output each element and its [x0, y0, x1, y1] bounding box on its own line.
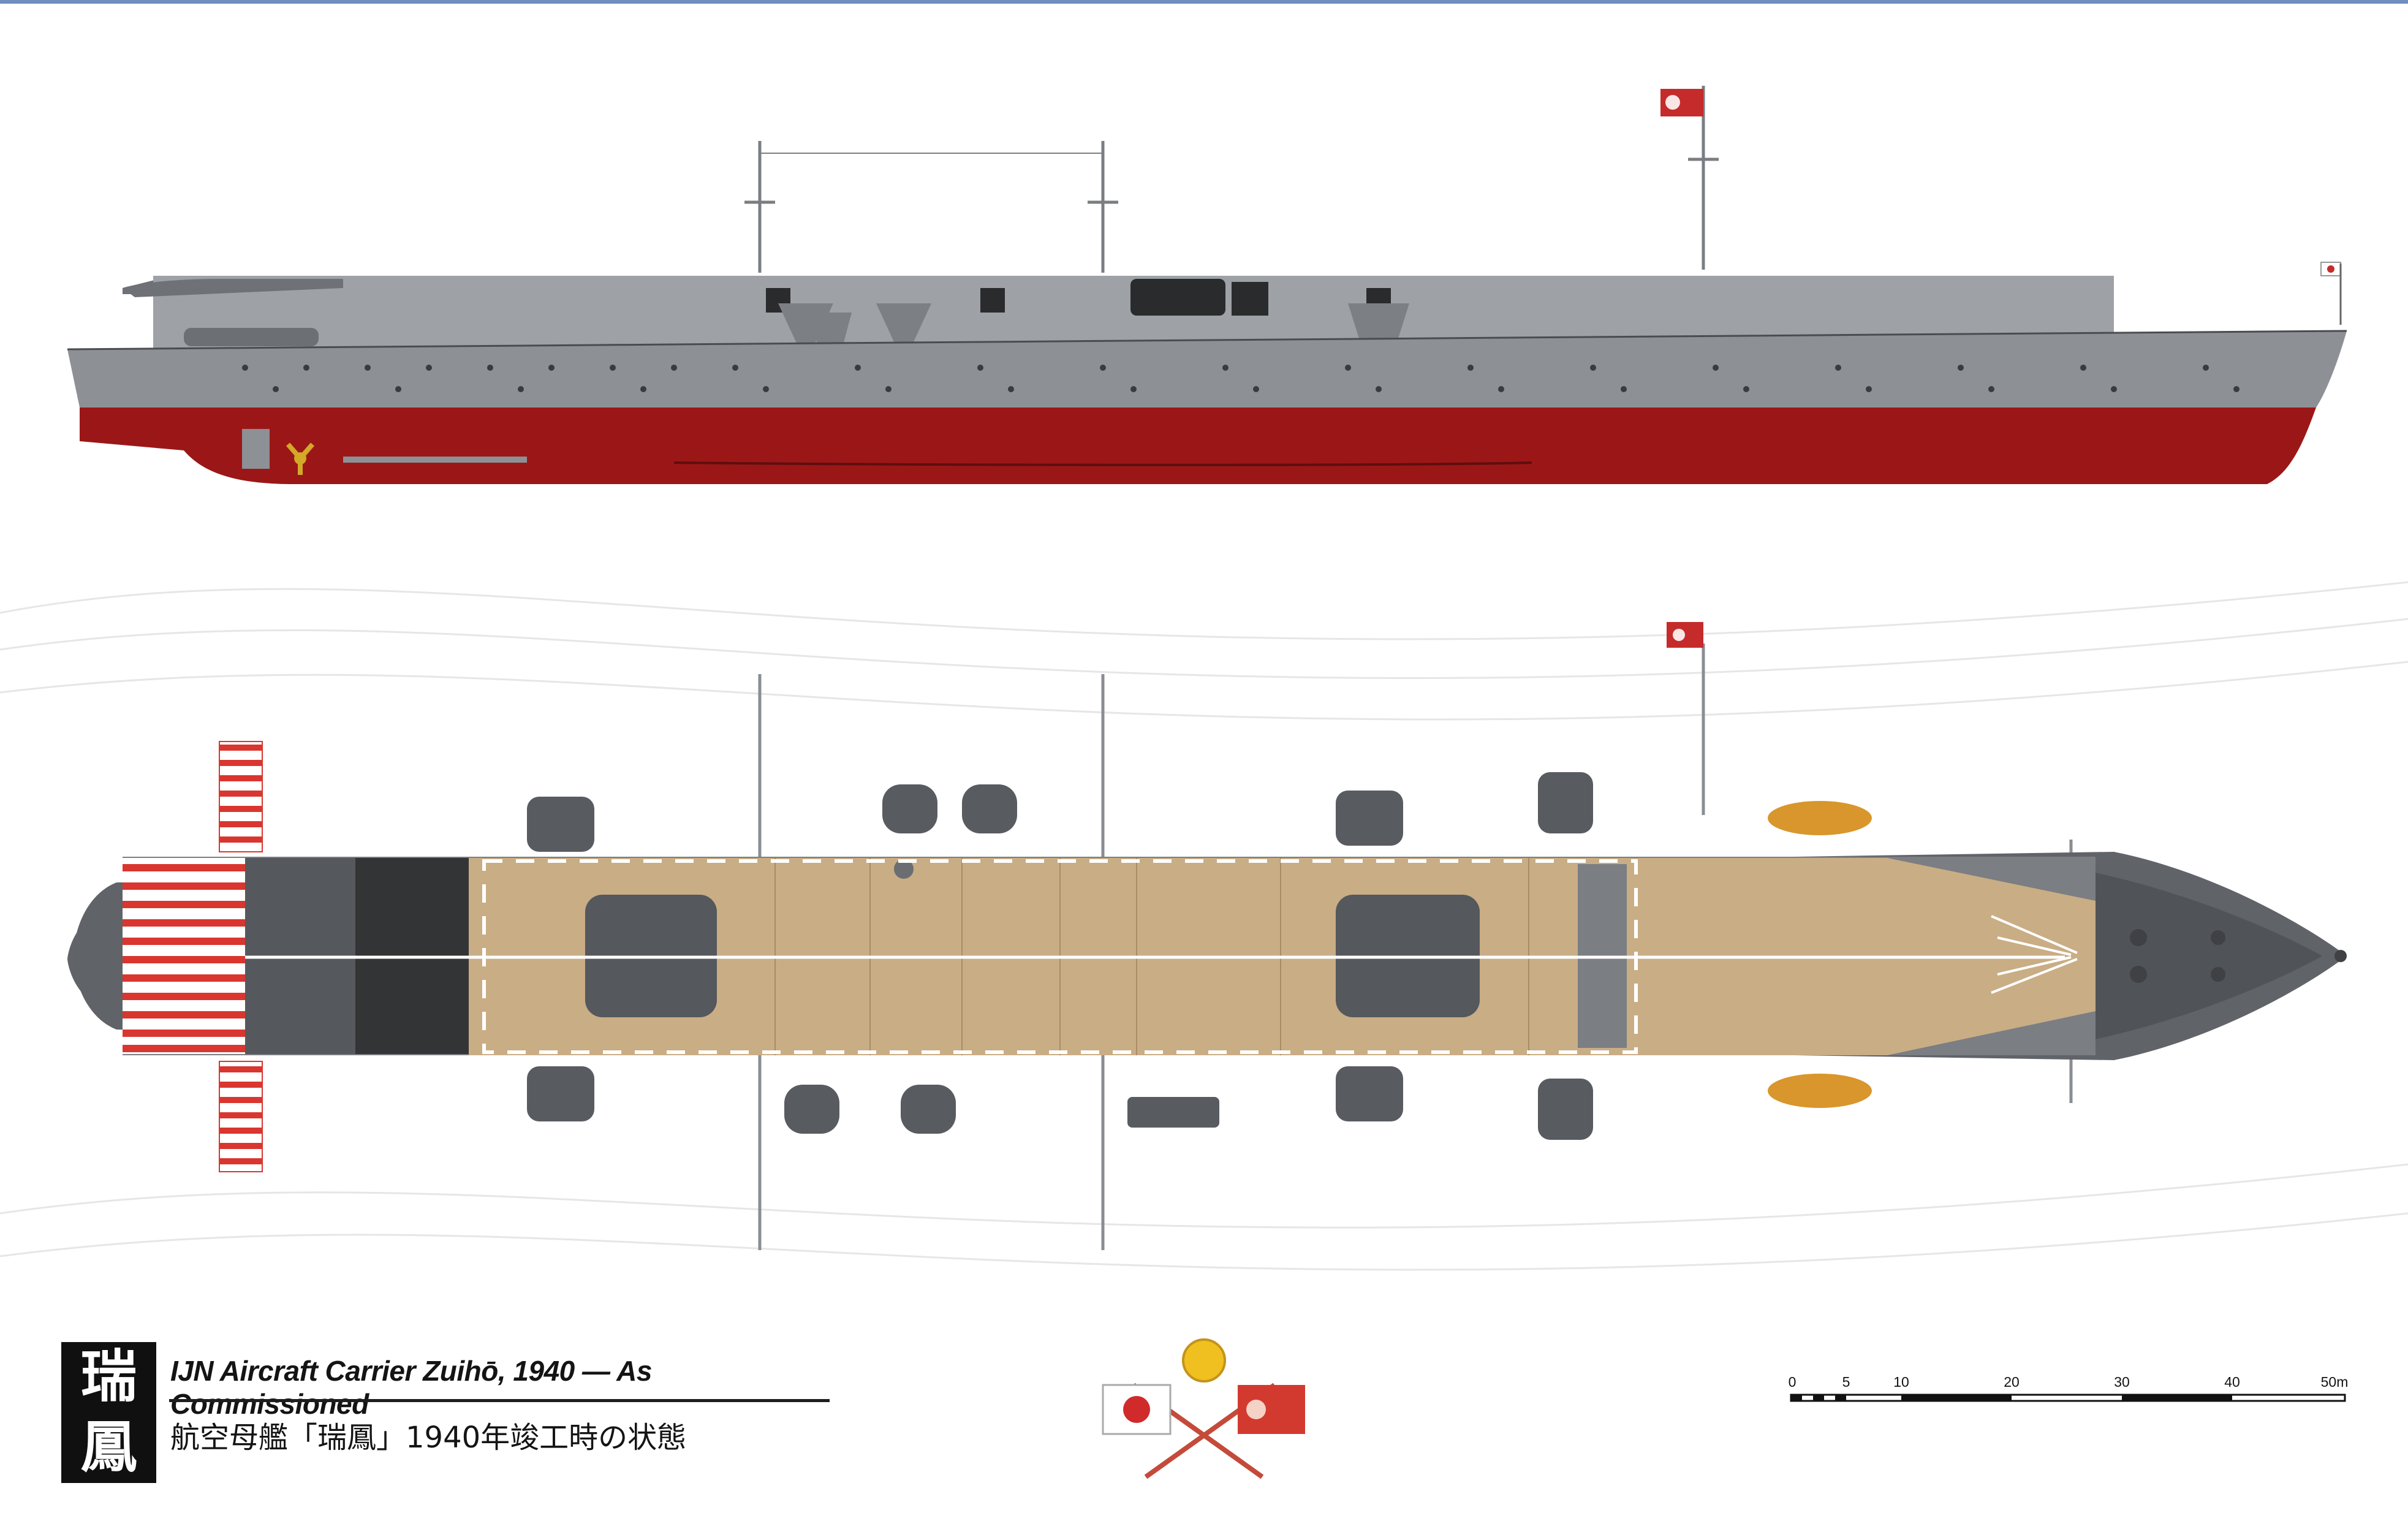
kanji-top: 瑞 [80, 1343, 137, 1409]
rising-sun-flag-plan [1667, 622, 1703, 648]
portholes [242, 365, 2240, 392]
scale-label-50m: 50m [2320, 1374, 2349, 1390]
scale-label-5: 5 [1842, 1374, 1850, 1390]
scale-label-40: 40 [2224, 1374, 2240, 1390]
plan-bow-deck [2083, 870, 2322, 1042]
scale-label-10: 10 [1893, 1374, 1909, 1390]
scale-label-30: 30 [2114, 1374, 2130, 1390]
motor-launch [184, 328, 319, 346]
hull-lower [80, 408, 2316, 484]
scale-label-20: 20 [2004, 1374, 2020, 1390]
jack-flag-bow [2320, 262, 2342, 325]
rising-sun-flag-icon [1238, 1385, 1305, 1434]
top-plan-view [67, 622, 2347, 1250]
scale-label-0: 0 [1788, 1374, 1797, 1390]
kanji-bottom: 鳳 [80, 1414, 137, 1480]
hull-upper [67, 331, 2347, 408]
background-curves [0, 581, 2408, 1271]
hinomaru-flag-icon [1102, 1384, 1172, 1435]
bow-arrow [1991, 915, 2078, 994]
rising-sun-flag-stern [1660, 89, 1703, 116]
stern-stripes [123, 864, 245, 1052]
scale-bar [1790, 1394, 2346, 1402]
deck-hatch [894, 859, 914, 879]
masts [744, 86, 1719, 273]
imperial-insignia [1102, 1338, 1305, 1479]
bow-fittings [2130, 929, 2347, 983]
stern-deck-overhang [123, 279, 343, 297]
side-profile-view [67, 86, 2347, 484]
lifeboats [1768, 801, 1872, 1108]
plan-sponsons [527, 772, 1593, 1140]
propeller-icon [286, 442, 315, 475]
chrysanthemum-seal [1182, 1338, 1226, 1383]
stern-end [67, 907, 116, 1011]
title-english: IJN Aircraft Carrier Zuihō, 1940 — As Co… [170, 1355, 652, 1420]
title-divider [169, 1399, 830, 1402]
deck-border-markings [482, 859, 1638, 1054]
hangar-openings [766, 279, 1391, 316]
propeller-shaft [343, 457, 527, 463]
title-japanese: 航空母艦「瑞鳳」1940年竣工時の状態 [170, 1420, 687, 1455]
rudder [242, 429, 270, 469]
ship-name-kanji-block: 瑞 鳳 [61, 1342, 156, 1483]
